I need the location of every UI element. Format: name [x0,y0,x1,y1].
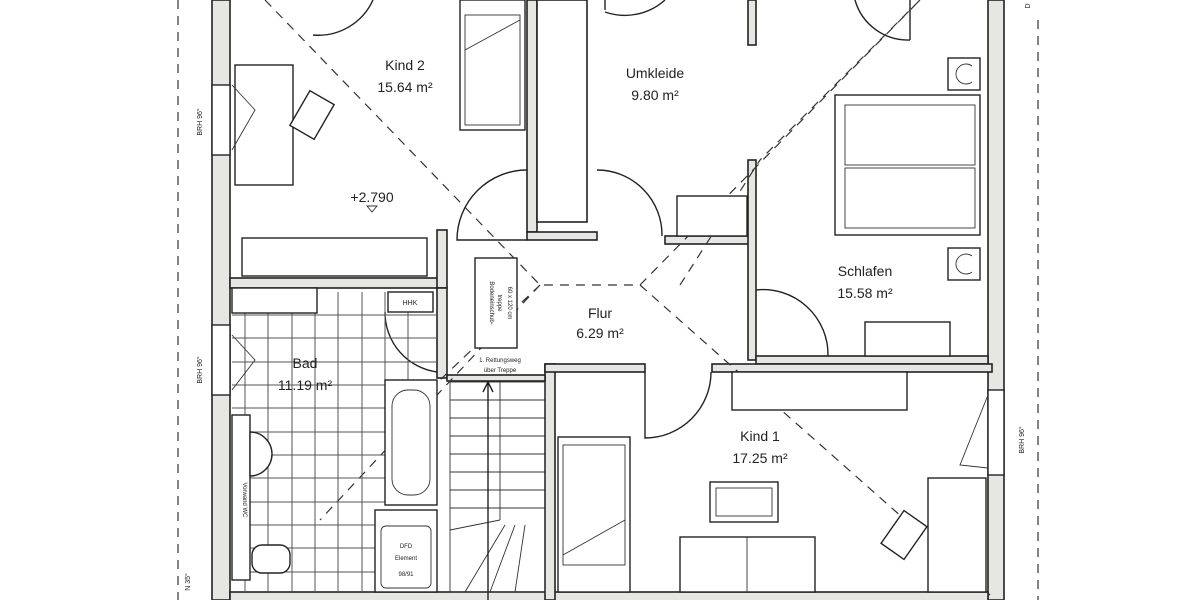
corner-mark: D [1025,3,1032,8]
floor-level: +2.790 [350,189,393,205]
door-kind1-flur[interactable] [644,371,712,439]
exterior-wall-right [987,0,1005,600]
hhk-box [387,291,434,313]
roof-pitch-label: N 35° [184,573,192,591]
wall-umkleide-schlafen [747,159,757,361]
bed-kind2 [459,0,526,131]
door-schlafen-top[interactable] [854,0,911,41]
door-kind2-flur[interactable] [456,169,528,241]
room-name-umkleide: Umkleide [626,65,685,81]
dfd-label-3: 98/91 [398,572,414,578]
room-area-bad: 11.19 m² [278,377,333,393]
brh-left-top: BRH 96° [196,108,204,136]
nightstand-kind1 [709,481,779,523]
attic-stair-hatch[interactable] [474,257,518,349]
wall-kind2-flur [436,229,448,289]
desk-kind1 [927,477,987,593]
wardrobe-umkleide [536,0,588,223]
level-marker-icon [366,205,378,213]
sink-bad [249,431,273,477]
room-name-schlafen: Schlafen [838,263,892,279]
nightstand-bottom [947,247,981,281]
wall-stair-kind1 [544,363,556,600]
wall-kind2-umkleide [526,0,538,233]
sofa-kind1 [679,536,816,593]
dfd-element [374,509,438,593]
wc-prewall [231,414,251,581]
bed-kind1 [557,436,631,593]
window-opening-kind1 [959,394,989,469]
wardrobe-kind1 [731,371,908,411]
chair-kind1 [880,509,928,561]
room-name-bad: Bad [293,355,318,371]
room-area-kind2: 15.64 m² [377,79,433,95]
room-area-schlafen: 15.58 m² [837,285,893,301]
vanity-bad [231,287,318,314]
room-name-flur: Flur [588,305,612,321]
wc-prewall-label: Vorwand WC [241,482,247,518]
dresser-umkleide [676,195,748,237]
window-kind2 [211,84,231,156]
wall-flur-kind1-2 [711,363,993,373]
attic-stair-label-2: treppe [496,294,502,312]
wall-schlafen-kind1 [755,355,989,365]
door-schlafen-flur[interactable] [755,288,829,357]
brh-right: BRH 96° [1018,426,1026,454]
room-name-kind1: Kind 1 [740,428,780,444]
wall-kind2-bad [229,277,446,289]
wall-bad-flur [436,287,448,379]
room-area-kind1: 17.25 m² [732,450,788,466]
brh-left-mid: BRH 96° [196,356,204,384]
door-kind2[interactable] [312,0,374,36]
window-opening-bad [231,334,256,391]
escape-route-label-1: 1. Rettungsweg [479,358,521,364]
wall-stair-top [446,374,546,382]
wall-flur-kind1 [544,363,646,373]
hhk-label: HHK [403,300,418,307]
room-name-kind2: Kind 2 [385,57,425,73]
room-area-umkleide: 9.80 m² [631,87,679,103]
window-bad [211,324,231,396]
escape-route-label-2: über Treppe [484,368,517,374]
dfd-label-2: Element [395,556,417,562]
bathtub [384,379,438,506]
window-opening-kind2 [231,84,256,151]
door-umkleide-flur[interactable] [596,169,663,237]
attic-stair-label-1: Bodeneinschub- [488,281,494,324]
door-umkleide[interactable] [604,0,666,17]
window-kind1 [987,389,1005,476]
wall-umkleide-flur [526,231,598,241]
dfd-label-1: DFD [400,544,413,550]
desk-kind2 [234,64,294,186]
dresser-schlafen [864,321,951,357]
exterior-wall-bottom [229,591,989,600]
toilet [251,544,291,574]
chair-kind2 [288,89,336,141]
wall-umkleide-schlafen-top [747,0,757,46]
wardrobe-kind2 [241,237,428,277]
staircase [449,380,546,600]
door-bad[interactable] [384,311,438,373]
attic-stair-size: 60 x 120 cm [506,287,512,320]
room-area-flur: 6.29 m² [576,325,624,341]
stair-direction-arrow-icon [482,380,494,600]
nightstand-top [947,57,981,91]
